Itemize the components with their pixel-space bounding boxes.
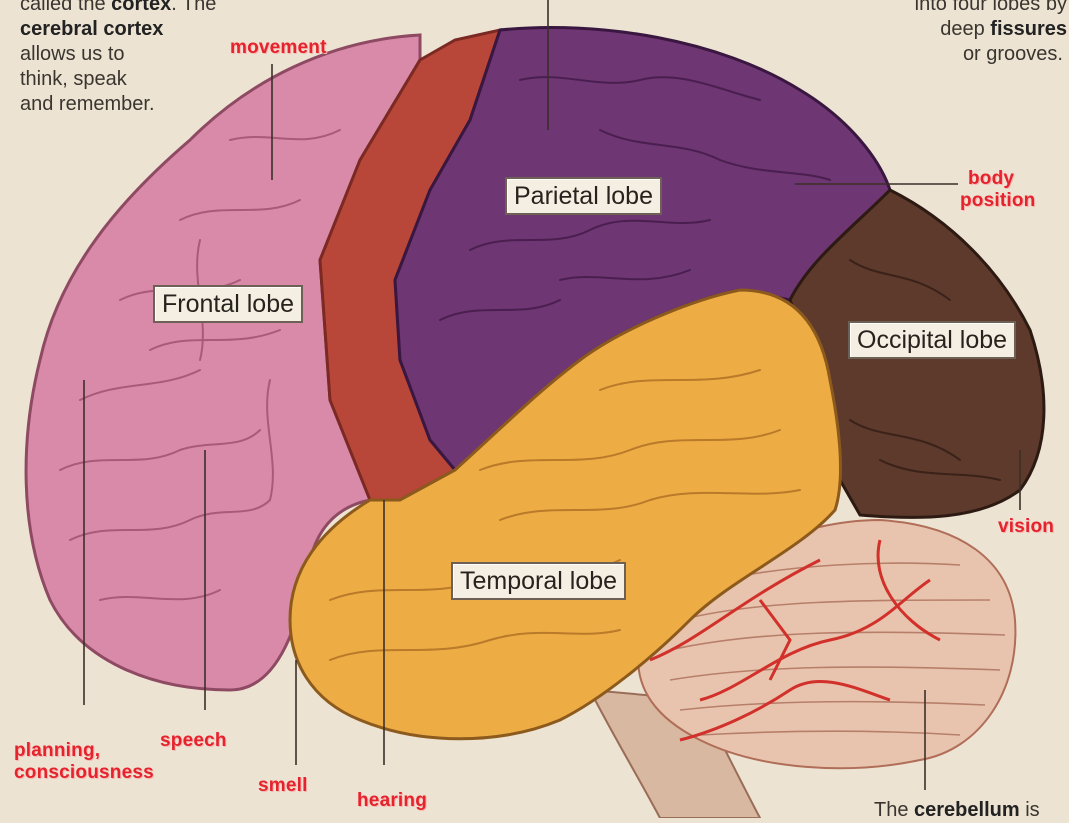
smell-label: smell (258, 775, 308, 797)
movement-label: movement (230, 37, 327, 59)
body-position-label: body position (960, 168, 1035, 212)
parietal-lobe-label: Parietal lobe (505, 177, 662, 215)
vision-label: vision (998, 516, 1054, 538)
fissures-description: into four lobes by deep fissures or groo… (915, 0, 1067, 67)
hearing-label: hearing (357, 790, 427, 812)
occipital-lobe-label: Occipital lobe (848, 321, 1016, 359)
cortex-description: called the cortex. The cerebral cortex a… (20, 0, 216, 117)
temporal-lobe-label: Temporal lobe (451, 562, 626, 600)
planning-label: planning, consciousness (14, 740, 154, 784)
cerebellum-description: The cerebellum is (874, 798, 1040, 823)
frontal-lobe-label: Frontal lobe (153, 285, 303, 323)
speech-label: speech (160, 730, 227, 752)
